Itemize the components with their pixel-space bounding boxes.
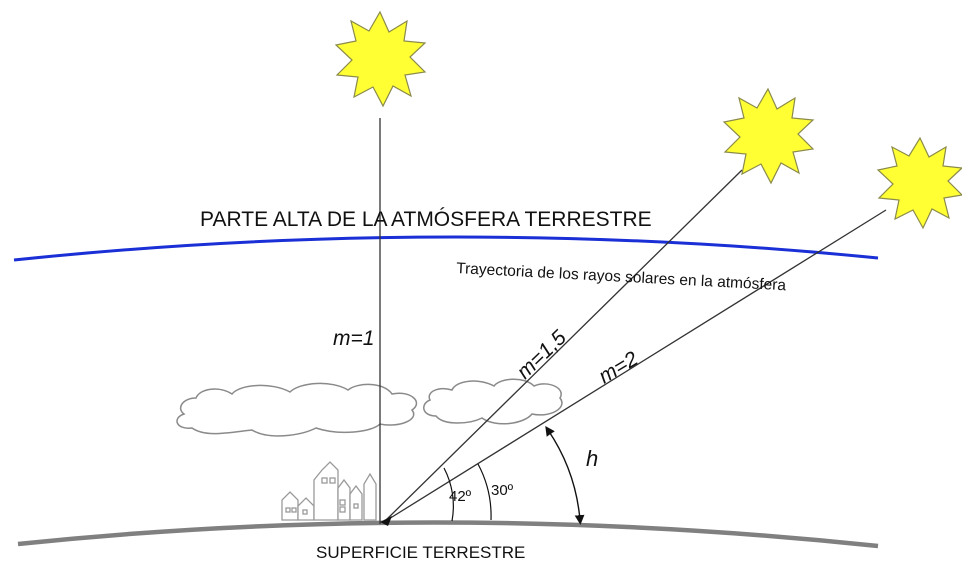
air-mass-label-middle: m=1,5 [512, 326, 571, 384]
sun-ray-30-degrees [383, 209, 887, 523]
observer-point [380, 516, 392, 526]
angle-label-42: 42º [449, 488, 472, 505]
cloud-icon [176, 382, 418, 437]
angle-label-30: 30º [491, 482, 514, 499]
sun-icon [876, 136, 962, 230]
altitude-label: h [586, 446, 598, 471]
angle-arc-30 [477, 463, 492, 521]
atmosphere-boundary-line [13, 235, 879, 262]
earth-surface-line [17, 520, 879, 549]
sun-icon [334, 10, 427, 108]
air-mass-label-vertical: m=1 [333, 327, 374, 350]
surface-label: SUPERFICIE TERRESTRE [316, 543, 525, 562]
altitude-arc-h [545, 425, 585, 525]
cloud-icon [423, 378, 563, 425]
sun-icon [722, 87, 815, 185]
castle-city-icon [281, 461, 377, 521]
atmosphere-top-label: PARTE ALTA DE LA ATMÓSFERA TERRESTRE [200, 208, 652, 231]
sun-ray-42-degrees [383, 169, 743, 523]
air-mass-label-low: m=2 [595, 347, 643, 388]
angle-arc-42 [443, 467, 454, 522]
